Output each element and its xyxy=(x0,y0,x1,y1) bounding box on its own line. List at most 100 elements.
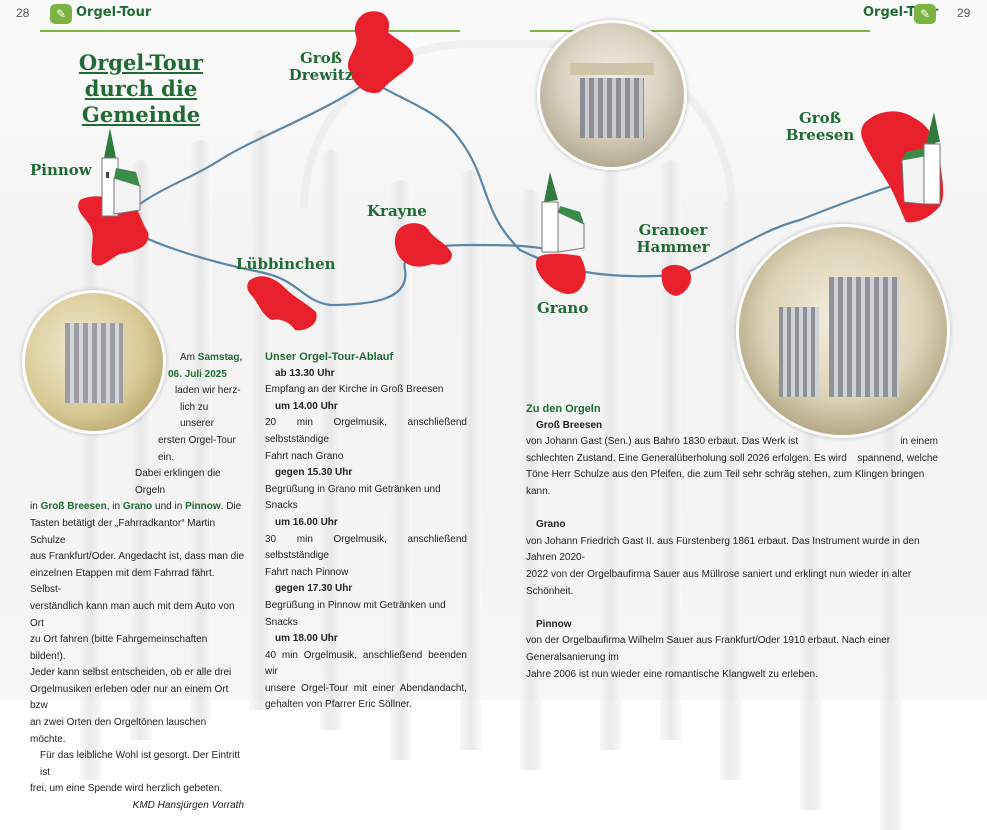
intro-place-highlight: Pinnow xyxy=(185,501,221,513)
place-label-pinnow: Pinnow xyxy=(30,161,92,179)
background-pipe xyxy=(660,160,682,740)
route-line xyxy=(117,221,551,307)
page-title: Orgel-Tour durch die Gemeinde xyxy=(30,50,252,128)
intro-line: lich zu unserer xyxy=(180,401,214,430)
signature: KMD Hansjürgen Vorrath xyxy=(132,800,244,812)
intro-line: ersten Orgel-Tour ein. xyxy=(158,434,236,463)
organs-section: Zu den Orgeln Groß Breesen von Johann Ga… xyxy=(526,401,938,683)
schedule-description: Begrüßung in Grano mit Getränken und Sna… xyxy=(265,483,441,512)
intro-text-span: und in xyxy=(152,501,186,513)
schedule-time: gegen 17.30 Uhr xyxy=(275,583,353,595)
title-line-2: durch die Gemeinde xyxy=(81,76,201,127)
background-pipe xyxy=(250,130,272,710)
intro-line: Dabei erklingen die Orgeln xyxy=(135,468,221,496)
place-label-krayne: Krayne xyxy=(367,202,427,220)
route-line xyxy=(117,78,911,278)
organ-name: Grano xyxy=(536,519,566,531)
intro-line: aus Frankfurt/Oder. Angedacht ist, dass … xyxy=(30,551,245,563)
background-pipe xyxy=(520,190,542,770)
place-label-line: Granoer xyxy=(638,221,708,239)
schedule-time: ab 13.30 Uhr xyxy=(275,367,335,379)
page-number-right: 29 xyxy=(957,6,971,20)
organ-desc-line: 2022 von der Orgelbaufirma Sauer aus Mül… xyxy=(526,568,912,597)
organ-desc-text: schlechten Zustand. Eine Generalüberholu… xyxy=(526,452,847,464)
intro-date-day: Samstag, xyxy=(197,352,243,363)
organ-desc-line: von Johann Friedrich Gast II. aus Fürste… xyxy=(526,535,920,564)
place-label-line: Groß xyxy=(798,109,842,127)
place-label-line: Groß xyxy=(299,49,343,67)
intro-line: in Groß Breesen, in Grano und in Pinnow.… xyxy=(30,499,244,516)
intro-line: einzelnen Etappen mit dem Fahrrad fährt.… xyxy=(30,567,215,596)
schedule-description: Begrüßung in Pinnow mit Getränken und Sn… xyxy=(265,599,446,628)
intro-date: 06. Juli 2025 xyxy=(168,368,227,380)
intro-line: zu Ort fahren (bitte Fahrgemeinschaften … xyxy=(30,634,208,662)
intro-text-span: . Die xyxy=(220,501,242,513)
background-pipe xyxy=(390,180,412,760)
title-line-1: Orgel-Tour xyxy=(78,50,204,75)
schedule-description: Fahrt nach Pinnow xyxy=(265,566,349,578)
organ-desc-text: in einem xyxy=(900,436,938,448)
schedule-time: um 18.00 Uhr xyxy=(275,633,338,645)
section-title-left: Orgel-Tour xyxy=(76,5,152,20)
marker-gross-drewitz xyxy=(347,11,414,94)
place-label-line: Drewitz xyxy=(288,66,354,84)
marker-luebbinchen xyxy=(247,276,317,331)
spacer xyxy=(526,501,938,518)
organ-pipes xyxy=(779,307,819,397)
schedule-description: Fahrt nach Grano xyxy=(265,450,344,462)
schedule-description: 20 min Orgelmusik, anschließend selbstst… xyxy=(265,417,467,445)
schedule-time: um 16.00 Uhr xyxy=(275,516,338,528)
schedule-description: unsere Orgel-Tour mit einer Abendandacht… xyxy=(265,682,467,694)
organ-desc-line: von Johann Gast (Sen.) aus Bahro 1830 er… xyxy=(526,434,938,451)
schedule-time: um 14.00 Uhr xyxy=(275,400,338,412)
marker-krayne xyxy=(394,223,452,267)
page-number-left: 28 xyxy=(16,6,30,20)
schedule-description: 30 min Orgelmusik, anschließend selbstst… xyxy=(265,533,467,562)
organ-photo-grano xyxy=(537,20,687,170)
intro-place-highlight: Groß Breesen xyxy=(40,501,107,513)
organ-desc-text: von Johann Gast (Sen.) aus Bahro 1830 er… xyxy=(526,436,799,448)
place-label-grano: Grano xyxy=(537,299,589,317)
place-label-gross-drewitz: Groß Drewitz xyxy=(276,50,366,84)
intro-line: Jeder kann selbst entscheiden, ob er all… xyxy=(30,667,232,679)
schedule-description: 40 min Orgelmusik, anschließend beenden … xyxy=(265,649,467,678)
header-rule-left xyxy=(40,30,460,32)
place-label-line: Hammer xyxy=(636,238,710,256)
organ-desc-line: von der Orgelbaufirma Wilhelm Sauer aus … xyxy=(526,635,891,663)
background-pipe xyxy=(320,150,342,730)
church-icon xyxy=(101,128,141,217)
organ-name: Groß Breesen xyxy=(536,419,603,431)
organ-pipes xyxy=(65,323,123,403)
intro-line: Orgelmusiken erleben oder nur an einem O… xyxy=(30,683,229,712)
schedule-description: Empfang an der Kirche in Groß Breesen xyxy=(265,384,444,396)
organ-desc-line: Töne Herr Schulze aus den Pfeifen, die z… xyxy=(526,469,925,497)
schedule-time: gegen 15.30 Uhr xyxy=(275,467,353,479)
marker-pinnow xyxy=(78,196,149,266)
intro-line: Für das leibliche Wohl ist gesorgt. Der … xyxy=(40,750,240,778)
organ-cornice xyxy=(570,63,654,75)
intro-line: frei, um eine Spende wird herzlich gebet… xyxy=(30,783,223,795)
intro-place-highlight: Grano xyxy=(122,501,153,513)
organ-desc-text: spannend, welche xyxy=(857,452,938,464)
organ-pipes xyxy=(580,78,644,138)
bicycle-logo-icon: ✎ xyxy=(50,4,72,24)
intro-text-span: Am xyxy=(180,352,198,363)
background-pipe xyxy=(600,170,622,750)
intro-line: Tasten betätigt der „Fahrradkantor“ Mart… xyxy=(30,517,216,546)
organ-photo-gross-breesen xyxy=(736,224,950,438)
place-label-gross-breesen: Groß Breesen xyxy=(780,110,860,144)
marker-grano xyxy=(535,253,586,294)
intro-line: verständlich kann man auch mit dem Auto … xyxy=(30,600,235,629)
intro-line: laden wir herz- xyxy=(175,385,241,397)
place-label-granoer-hammer: Granoer Hammer xyxy=(628,222,718,256)
intro-line: 06. Juli 2025 xyxy=(30,367,244,384)
route-map xyxy=(78,11,944,331)
intro-line: Am Samstag, xyxy=(30,350,244,367)
header-rule-right xyxy=(530,30,870,32)
schedule-title: Unser Orgel-Tour-Ablauf xyxy=(265,351,394,363)
church-icon xyxy=(901,112,941,205)
church-icon xyxy=(541,172,585,253)
marker-granoer-hammer xyxy=(661,264,692,296)
